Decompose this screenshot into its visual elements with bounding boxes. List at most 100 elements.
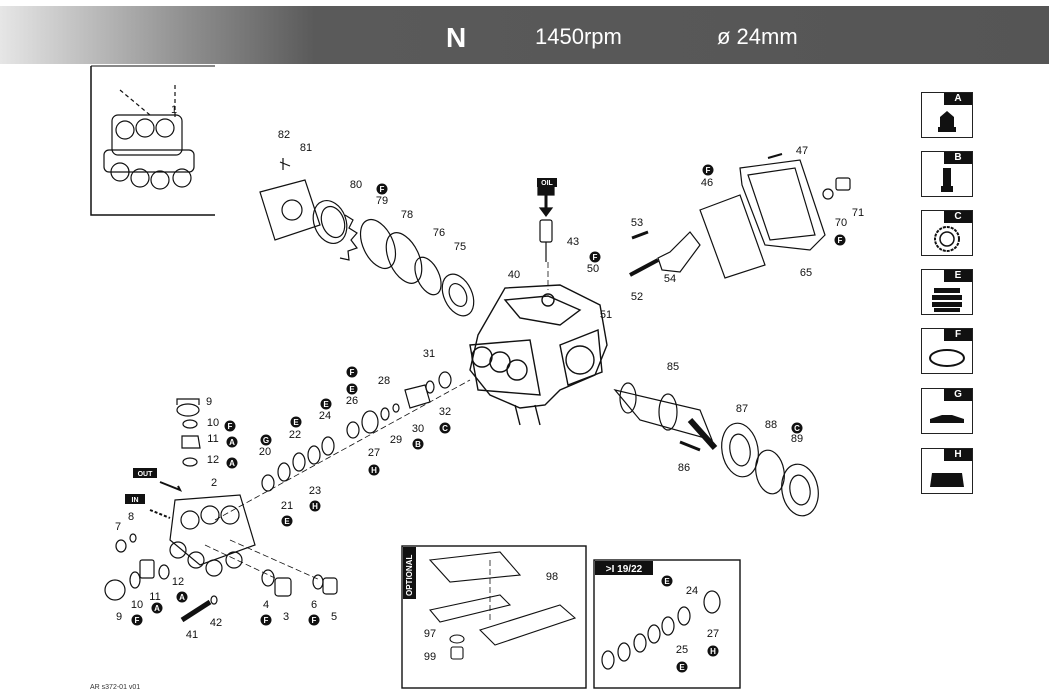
part-number-label: 24 xyxy=(319,410,331,422)
part-number-label: 41 xyxy=(186,629,198,641)
legend-item-h: H xyxy=(921,448,973,494)
part-number-label: 26 xyxy=(346,395,358,407)
legend-letter: G xyxy=(944,389,972,401)
part-number-label: 28 xyxy=(378,375,390,387)
kit-badge: F xyxy=(260,614,272,626)
part-number-callouts: 1234567891011129101112202122232426272829… xyxy=(115,104,864,663)
kit-badge-letter: E xyxy=(323,400,329,409)
kit-badge: E xyxy=(320,398,332,410)
part-number-label: 97 xyxy=(424,628,436,640)
part-number-label: 11 xyxy=(149,591,160,603)
kit-badge-letter: E xyxy=(284,517,290,526)
part-number-label: 1 xyxy=(171,104,177,116)
kit-badge-letter: E xyxy=(349,385,355,394)
part-number-label: 29 xyxy=(390,434,402,446)
drawing-code: AR s372-01 v01 xyxy=(90,684,141,691)
in-tag: IN xyxy=(132,497,139,504)
pump-thumbnail xyxy=(90,65,215,216)
part-number-label: 82 xyxy=(278,129,290,141)
part-number-label: 6 xyxy=(311,599,317,611)
part-number-label: 30 xyxy=(412,423,424,435)
kit-badge: H xyxy=(707,645,719,657)
oil-dipstick xyxy=(537,184,555,262)
kit-badge: F xyxy=(346,366,358,378)
part-number-label: 11 xyxy=(207,433,218,445)
kit-badge: C xyxy=(791,422,803,434)
part-number-label: 89 xyxy=(791,433,803,445)
guide-lines xyxy=(204,262,549,620)
kit-badge: H xyxy=(368,464,380,476)
plunger-diameter: ø 24mm xyxy=(717,24,798,49)
legend-item-f: F xyxy=(921,328,973,374)
part-number-label: 85 xyxy=(667,361,679,373)
part-number-label: 5 xyxy=(331,611,337,623)
kit-badge: A xyxy=(226,457,238,469)
kit-badge-letter: F xyxy=(838,236,843,245)
optional-tag: OPTIONAL xyxy=(405,555,414,596)
valve-icon xyxy=(938,111,956,132)
part-number-label: 46 xyxy=(701,177,713,189)
legend-item-c: C xyxy=(921,210,973,256)
part-number-label: 87 xyxy=(736,403,748,415)
head-ring-icon xyxy=(930,473,964,487)
part-number-label: 98 xyxy=(546,571,558,583)
part-number-label: 20 xyxy=(259,446,271,458)
kit-badge: E xyxy=(676,661,688,673)
kit-badge: E xyxy=(290,416,302,428)
kit-badge-letter: A xyxy=(179,593,185,602)
legend-letter: F xyxy=(944,329,972,341)
kit-badge-letter: F xyxy=(228,422,233,431)
kit-badge-letter: B xyxy=(415,440,421,449)
kit-badge: A xyxy=(226,436,238,448)
part-number-label: 12 xyxy=(172,576,184,588)
kit-badge-letter: C xyxy=(442,424,448,433)
legend-item-b: B xyxy=(921,151,973,197)
part-number-label: 81 xyxy=(300,142,312,154)
kit-badge-letter: G xyxy=(263,436,269,445)
kit-badge-letter: H xyxy=(710,647,716,656)
kit-badge: G xyxy=(260,434,272,446)
pump-crankcase xyxy=(469,284,608,426)
kit-badge-letter: F xyxy=(135,616,140,625)
part-number-label: 3 xyxy=(283,611,289,623)
kit-badge-letter: E xyxy=(679,663,685,672)
kit-badge: E xyxy=(661,575,673,587)
kit-badge-letter: H xyxy=(312,502,318,511)
kit-badge: F xyxy=(376,183,388,195)
part-number-label: 43 xyxy=(567,236,579,248)
part-number-label: 12 xyxy=(207,454,219,466)
part-number-label: 52 xyxy=(631,291,643,303)
part-number-label: 76 xyxy=(433,227,445,239)
part-number-label: 27 xyxy=(368,447,380,459)
kit-badge: F xyxy=(308,614,320,626)
oil-tag: OIL xyxy=(541,180,553,187)
part-number-label: 7 xyxy=(115,521,121,533)
header-bar: N 1450rpm ø 24mm xyxy=(0,6,1049,64)
kit-badge: C xyxy=(439,422,451,434)
part-number-label: 53 xyxy=(631,217,643,229)
model-code: N xyxy=(446,22,467,53)
bearing-cover xyxy=(259,158,475,317)
kit-badge-letter: A xyxy=(229,438,235,447)
kit-badge-letter: F xyxy=(380,185,385,194)
part-number-label: 50 xyxy=(587,263,599,275)
part-number-label: 51 xyxy=(600,309,612,321)
crankcase-rear-cover xyxy=(629,153,851,279)
part-number-label: 23 xyxy=(309,485,321,497)
part-number-label: 27 xyxy=(707,628,719,640)
part-number-label: 31 xyxy=(423,348,435,360)
plunger-icon xyxy=(941,168,953,192)
legend-letter: C xyxy=(944,211,972,223)
part-number-label: 78 xyxy=(401,209,413,221)
kit-badge-letter: F xyxy=(593,253,598,262)
part-number-label: 2 xyxy=(211,477,217,489)
part-number-label: 32 xyxy=(439,406,451,418)
kit-badge-letter: F xyxy=(264,616,269,625)
part-number-label: 9 xyxy=(206,396,212,408)
out-tag: OUT xyxy=(138,471,154,478)
kit-badge-letter: C xyxy=(794,424,800,433)
kit-badge: A xyxy=(176,591,188,603)
packing-stack-icon xyxy=(932,288,962,312)
